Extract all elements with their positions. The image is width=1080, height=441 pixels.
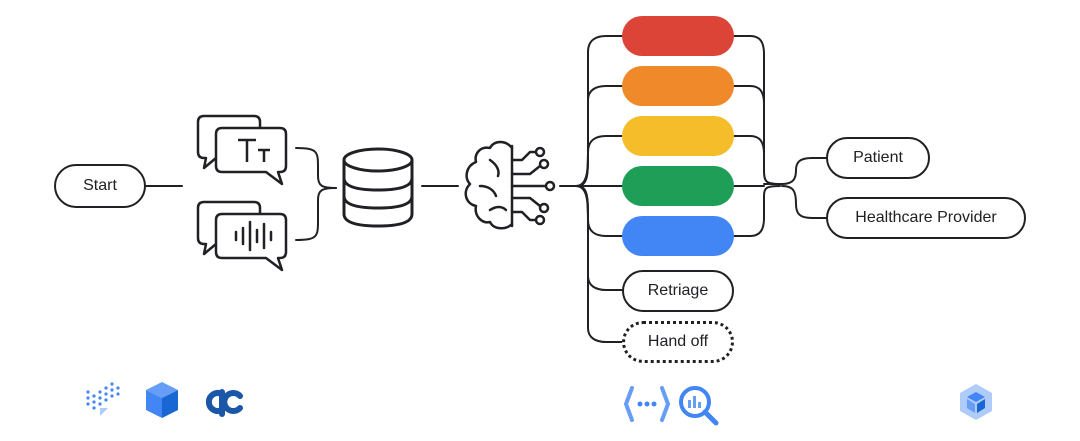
patient-node: Patient: [826, 137, 930, 179]
patient-label: Patient: [853, 149, 903, 166]
handoff-label: Hand off: [647, 333, 709, 350]
outcome-blue-pill: [622, 216, 734, 256]
retriage-node: Retriage: [622, 270, 734, 312]
outcome-yellow-pill: [622, 116, 734, 156]
outcome-green-pill: [622, 166, 734, 206]
start-label: Start: [83, 177, 117, 194]
handoff-node: Hand off: [622, 321, 734, 363]
retriage-label: Retriage: [647, 282, 709, 299]
outcome-red-pill: [622, 16, 734, 56]
provider-node: Healthcare Provider: [826, 197, 1026, 239]
start-node: Start: [54, 164, 146, 208]
provider-label: Healthcare Provider: [855, 209, 997, 226]
outcome-orange-pill: [622, 66, 734, 106]
